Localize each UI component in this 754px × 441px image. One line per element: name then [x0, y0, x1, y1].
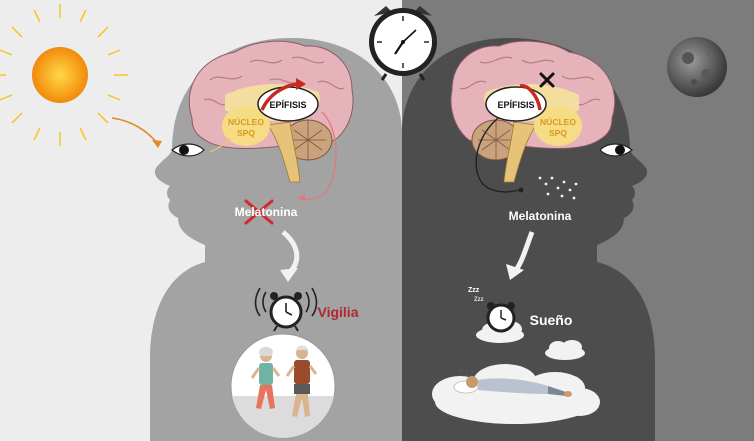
clock-icon [369, 6, 437, 81]
cross-icon [244, 199, 274, 225]
right-nucleus-line2: SPQ [549, 128, 567, 138]
eye-icon [599, 143, 633, 157]
left-melatonin-label: Melatonina [235, 205, 298, 219]
left-melatonin-path-head [298, 194, 305, 202]
right-nucleus-line1: NÚCLEO [540, 116, 576, 127]
right-melatonin-path [475, 117, 521, 193]
left-optic-path [209, 137, 231, 153]
alarm-clock-icon [486, 302, 516, 333]
left-nucleus-line1: NÚCLEO [228, 116, 264, 127]
left-labels: NÚCLEO SPQ EPÍFISIS Melatonina Vigilia [228, 100, 359, 320]
right-signal-arrow [519, 84, 542, 111]
right-labels: NÚCLEO SPQ EPÍFISIS Melatonina Sueño Zzz… [458, 100, 576, 379]
right-nucleus-bubble [534, 106, 582, 146]
right-pineal-bubble [485, 86, 547, 122]
zzz-small-2: Zzz [474, 297, 484, 303]
left-signal-arrowhead [296, 78, 306, 90]
left-nucleus-line2: SPQ [237, 128, 255, 138]
left-nucleus-bubble [222, 106, 270, 146]
right-pineal-label: EPÍFISIS [497, 100, 534, 110]
left-pineal-label: EPÍFISIS [269, 100, 306, 110]
alarm-clock-icon [254, 287, 318, 332]
right-melatonin-label: Melatonina [509, 209, 572, 223]
sueno-label: Sueño [530, 312, 573, 328]
cloud-icon [545, 340, 585, 360]
sun-icon [0, 4, 128, 146]
right-melatonin-path-end [518, 187, 524, 193]
right-down-arrow [506, 231, 535, 280]
zzz-bed: Zzz [458, 368, 474, 379]
left-melatonin-path [299, 111, 337, 200]
cross-icon [539, 72, 555, 88]
light-arrowhead [152, 140, 162, 148]
sleeping-person-illustration [432, 364, 600, 424]
vigilia-label: Vigilia [318, 304, 359, 320]
zzz-small-1: Zzz [468, 287, 480, 294]
moon-icon [667, 37, 727, 97]
melatonin-particles [538, 176, 578, 200]
left-down-arrow [280, 230, 300, 282]
joggers-illustration [230, 333, 336, 439]
eye-icon [171, 143, 205, 157]
